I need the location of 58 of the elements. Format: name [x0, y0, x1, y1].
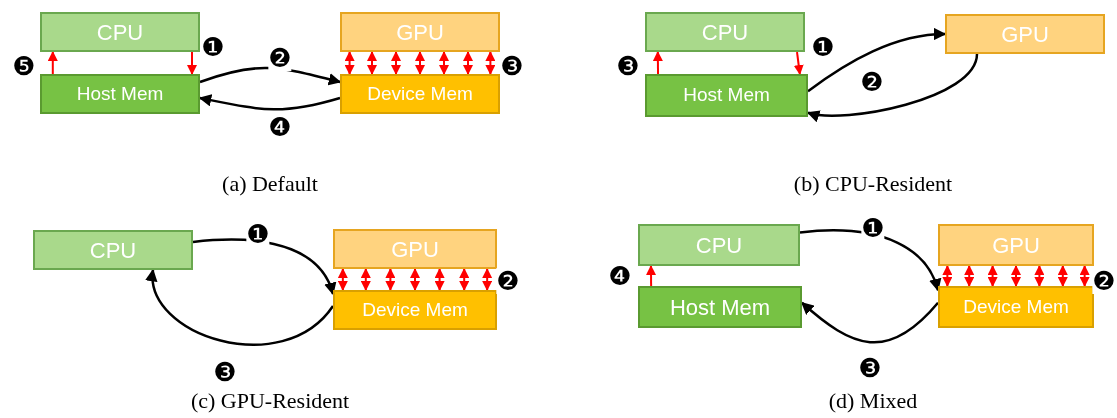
arrow — [801, 301, 939, 344]
component-box: GPU — [333, 229, 497, 269]
step-number: ❸ — [500, 53, 524, 79]
step-number: ❶ — [861, 215, 885, 241]
arrow — [463, 51, 473, 75]
step-number: ❸ — [858, 355, 882, 381]
arrow — [337, 268, 348, 291]
component-box: CPU — [40, 12, 200, 52]
arrow — [367, 51, 377, 75]
caption: (d) Mixed — [828, 386, 918, 415]
arrow — [410, 268, 420, 291]
arrow — [199, 66, 342, 86]
component-box: Host Mem — [638, 286, 802, 328]
component-box: Device Mem — [333, 290, 497, 330]
step-number: ❷ — [496, 268, 520, 294]
component-box: CPU — [638, 224, 800, 266]
arrow — [646, 265, 657, 287]
arrow — [385, 268, 396, 291]
step-number: ❸ — [616, 53, 640, 79]
component-box: GPU — [938, 224, 1094, 266]
arrow — [439, 51, 449, 75]
component-box: Device Mem — [938, 286, 1094, 328]
arrow — [793, 51, 804, 75]
arrow — [344, 51, 355, 75]
component-box: Device Mem — [340, 74, 500, 114]
arrow — [807, 28, 947, 93]
step-number: ❶ — [246, 221, 270, 247]
arrow — [987, 265, 998, 287]
arrow — [485, 51, 496, 75]
arrow — [652, 51, 663, 75]
arrow — [415, 51, 425, 75]
arrow — [482, 268, 493, 291]
arrow — [1034, 265, 1045, 287]
arrow — [360, 268, 371, 291]
arrow — [1011, 265, 1021, 287]
component-box: GPU — [945, 14, 1105, 54]
step-number: ❸ — [213, 359, 237, 385]
step-number: ❷ — [1092, 268, 1116, 294]
step-number: ❺ — [12, 53, 36, 79]
arrow — [964, 265, 975, 287]
caption: (b) CPU-Resident — [793, 169, 953, 198]
caption: (a) Default — [222, 169, 318, 198]
arrow — [1079, 265, 1090, 287]
component-box: CPU — [645, 12, 805, 52]
component-box: CPU — [33, 230, 193, 270]
component-box: Host Mem — [40, 74, 200, 114]
arrow — [187, 51, 197, 75]
arrow — [147, 268, 334, 346]
arrow — [1057, 265, 1068, 287]
step-number: ❷ — [268, 45, 292, 71]
component-box: GPU — [340, 12, 500, 52]
arrow — [434, 268, 445, 291]
component-box: Host Mem — [645, 74, 808, 117]
arrow — [391, 51, 401, 75]
caption: (c) GPU-Resident — [190, 386, 350, 415]
arrow — [459, 268, 470, 291]
arrow — [942, 265, 953, 287]
arrow — [47, 51, 58, 75]
